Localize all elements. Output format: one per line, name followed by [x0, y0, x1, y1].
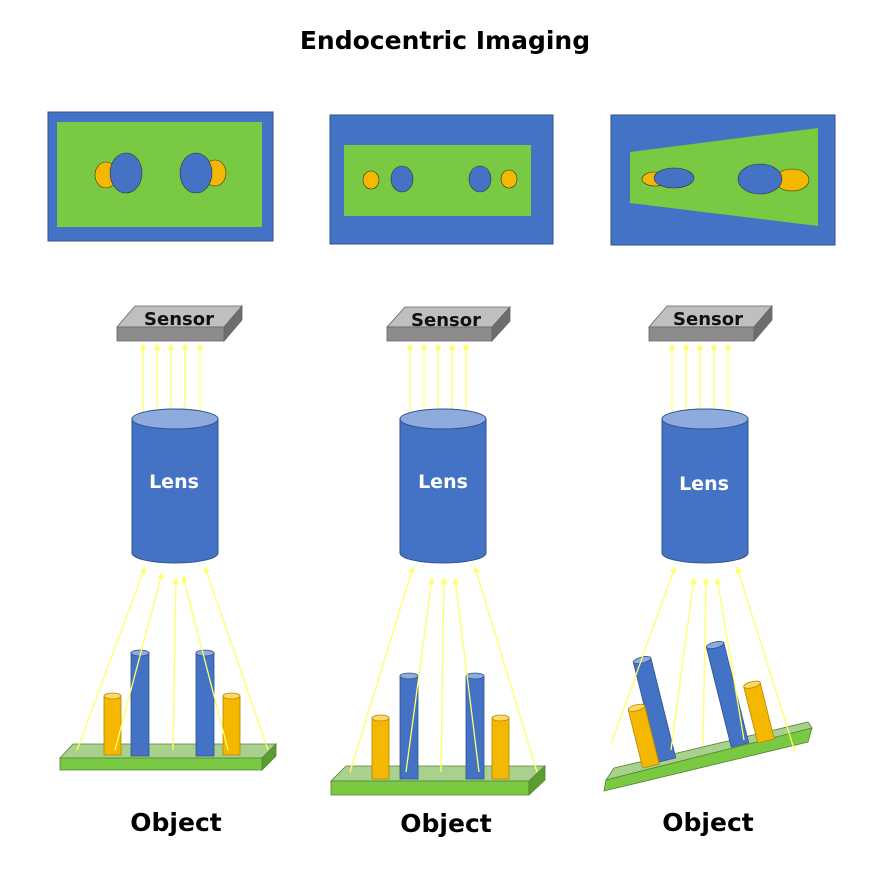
sensor-2: Sensor [386, 305, 511, 343]
lens-1: Lens [131, 408, 219, 564]
sensor-label: Sensor [144, 309, 214, 330]
object-label: Object [400, 809, 491, 838]
rays-to-sensor [139, 343, 732, 412]
platform-1 [59, 743, 277, 771]
lens-2: Lens [399, 408, 487, 564]
cylinders-1 [103, 649, 241, 757]
cylinders-3 [627, 641, 775, 769]
image-preview-1 [47, 111, 274, 242]
image-preview-3 [610, 114, 836, 246]
lens-label: Lens [418, 471, 468, 493]
lens-label: Lens [149, 471, 199, 493]
rays-to-lens [76, 566, 796, 773]
platform-2 [330, 765, 547, 796]
sensor-1: Sensor [116, 304, 243, 343]
cylinders-2 [371, 672, 510, 780]
object-label: Object [662, 808, 753, 837]
sensor-label: Sensor [673, 309, 743, 330]
sensor-label: Sensor [411, 310, 481, 331]
diagram-title: Endocentric Imaging [299, 26, 591, 55]
image-preview-2 [329, 114, 554, 245]
lens-3: Lens [661, 408, 749, 564]
lens-label: Lens [679, 473, 729, 495]
sensor-3: Sensor [648, 304, 773, 343]
object-label: Object [130, 808, 221, 837]
